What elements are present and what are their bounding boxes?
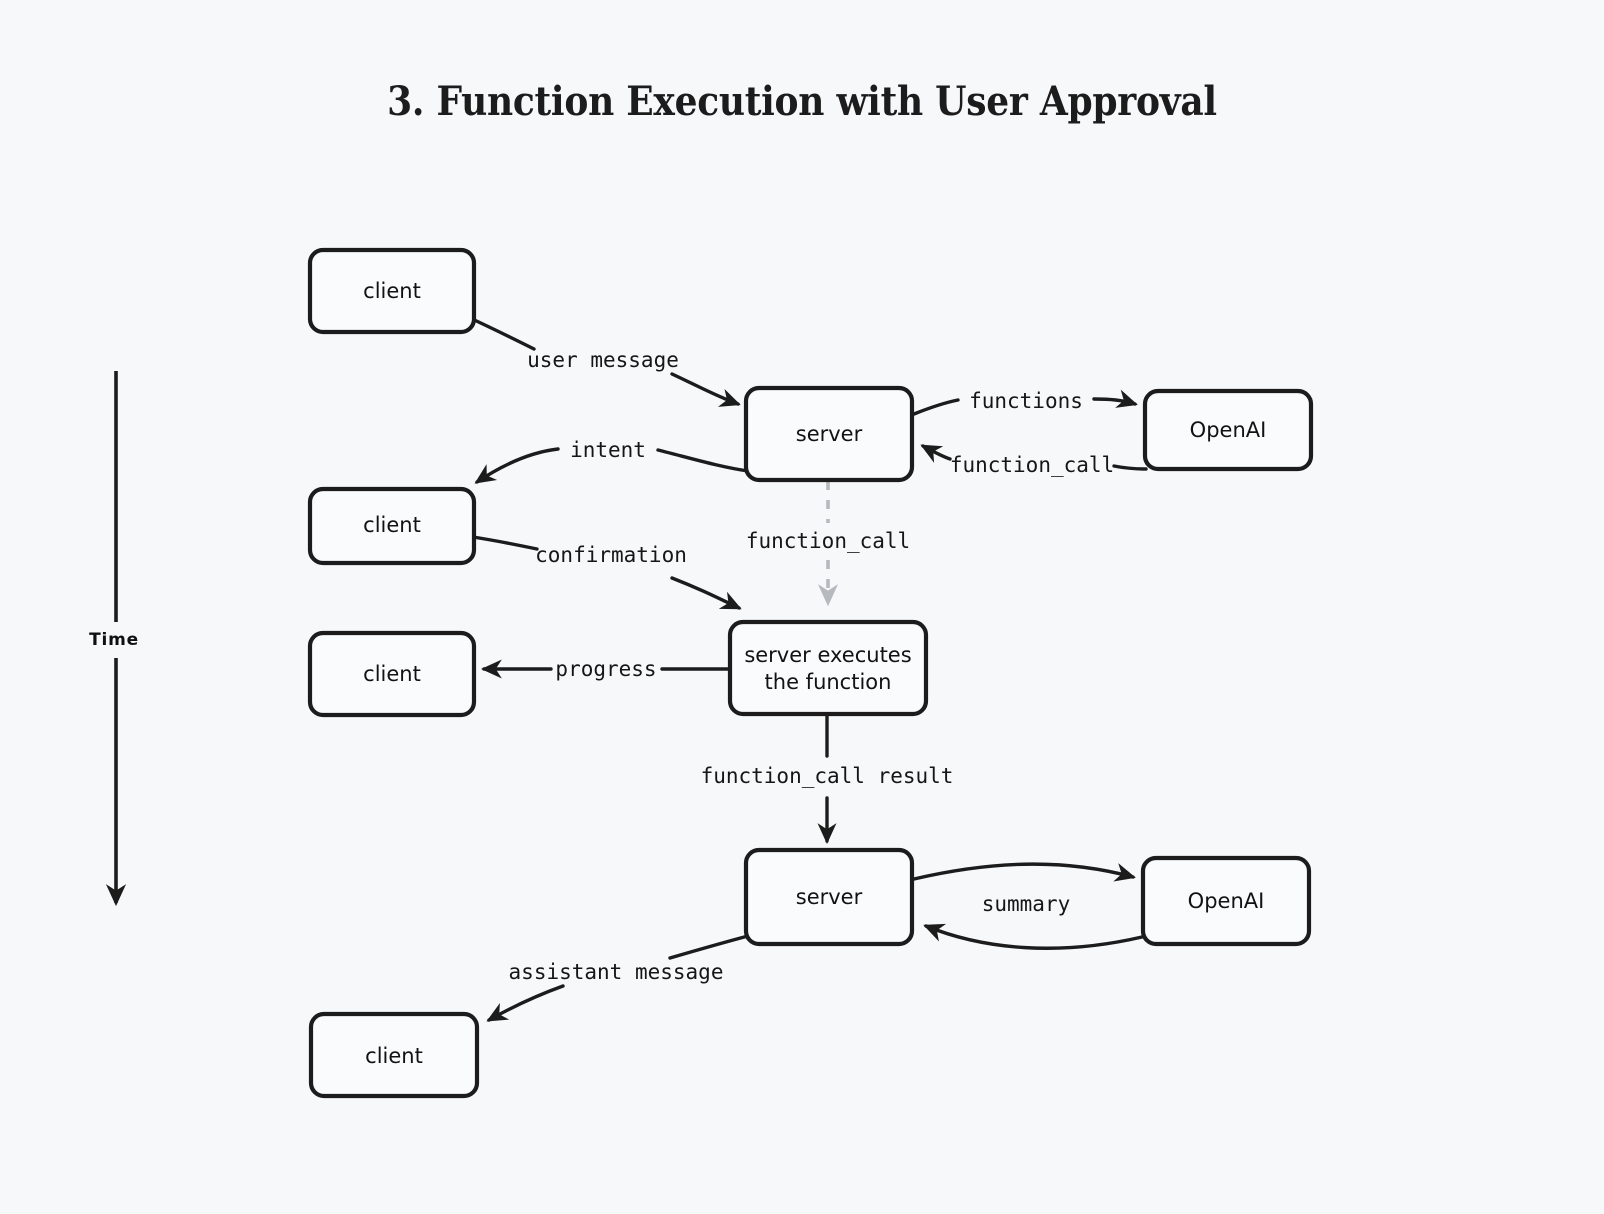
node-client-4-box[interactable] [308, 1011, 480, 1099]
edge-intent-line-b [474, 447, 560, 484]
edge-summary-out-line [912, 862, 1136, 882]
edge-assistant-message-label: assistant message [509, 960, 724, 984]
edge-assistant-message: assistant message [486, 934, 750, 1022]
edge-assistant-message-line-a [668, 934, 750, 960]
time-axis-label: Time [89, 630, 139, 650]
node-openai-1-label: OpenAI [1190, 418, 1267, 442]
edge-summary-out [912, 862, 1136, 882]
edge-confirmation: confirmation [471, 535, 742, 610]
edge-confirmation-line-a [471, 535, 539, 551]
edge-function-call-return-label: function_call [950, 453, 1114, 477]
edge-assistant-message-line-b [486, 984, 565, 1022]
node-server-1-label: server [796, 422, 863, 446]
edge-function-call-result-label: function_call result [701, 764, 954, 788]
node-server-executes-the-function[interactable]: server executes the function [727, 619, 929, 717]
edge-function-call-return-line-a [1112, 464, 1148, 471]
edge-confirmation-label: confirmation [535, 543, 687, 567]
node-openai-2-box[interactable] [1140, 855, 1312, 947]
edge-confirmation-line-b [670, 576, 742, 610]
edge-functions-line-a [912, 398, 960, 416]
edge-summary-in: summary [923, 892, 1144, 950]
node-client-2-label: client [363, 513, 421, 537]
node-server-2[interactable]: server [743, 847, 915, 947]
edge-summary-in-line [923, 923, 1144, 950]
edge-intent-label: intent [570, 438, 646, 462]
edge-function-call-return-line-b [920, 444, 952, 463]
edge-progress-label: progress [555, 657, 656, 681]
edge-user-message: user message [468, 316, 741, 407]
node-server-2-label: server [796, 885, 863, 909]
edge-functions-line-b [1092, 389, 1138, 408]
edge-function-call-dashed: function_call [746, 481, 910, 607]
edge-intent: intent [474, 438, 750, 484]
edge-functions: functions [912, 389, 1138, 416]
node-client-4-label: client [365, 1044, 423, 1068]
node-server-executes-label-line1: server executes [744, 643, 911, 667]
node-server-1-box[interactable] [743, 385, 915, 483]
node-openai-1[interactable]: OpenAI [1142, 388, 1314, 472]
time-axis: Time [89, 371, 139, 907]
edge-functions-label: functions [969, 389, 1083, 413]
node-client-2-box[interactable] [307, 486, 477, 566]
node-client-1[interactable]: client [307, 247, 477, 335]
node-openai-1-box[interactable] [1142, 388, 1314, 472]
node-client-4[interactable]: client [308, 1011, 480, 1099]
node-client-1-box[interactable] [307, 247, 477, 335]
edge-user-message-label: user message [527, 348, 679, 372]
edge-progress: progress [481, 657, 732, 681]
node-openai-2-label: OpenAI [1188, 889, 1265, 913]
edge-intent-line-a [656, 448, 750, 473]
edge-function-call-dashed-label: function_call [746, 529, 910, 553]
edge-summary-label: summary [982, 892, 1071, 916]
node-server-executes-box[interactable] [727, 619, 929, 717]
node-client-3-box[interactable] [307, 630, 477, 718]
edge-user-message-line-b [670, 372, 741, 407]
node-client-3-label: client [363, 662, 421, 686]
edge-function-call-return: function_call [920, 444, 1148, 477]
edge-user-message-line-a [468, 316, 536, 351]
node-openai-2[interactable]: OpenAI [1140, 855, 1312, 947]
page-title: 3. Function Execution with User Approval [387, 78, 1217, 125]
edge-function-call-result: function_call result [701, 713, 954, 844]
node-client-3[interactable]: client [307, 630, 477, 718]
node-client-2[interactable]: client [307, 486, 477, 566]
node-client-1-label: client [363, 279, 421, 303]
node-server-executes-label-line2: the function [765, 670, 892, 694]
node-server-2-box[interactable] [743, 847, 915, 947]
node-server-1[interactable]: server [743, 385, 915, 483]
